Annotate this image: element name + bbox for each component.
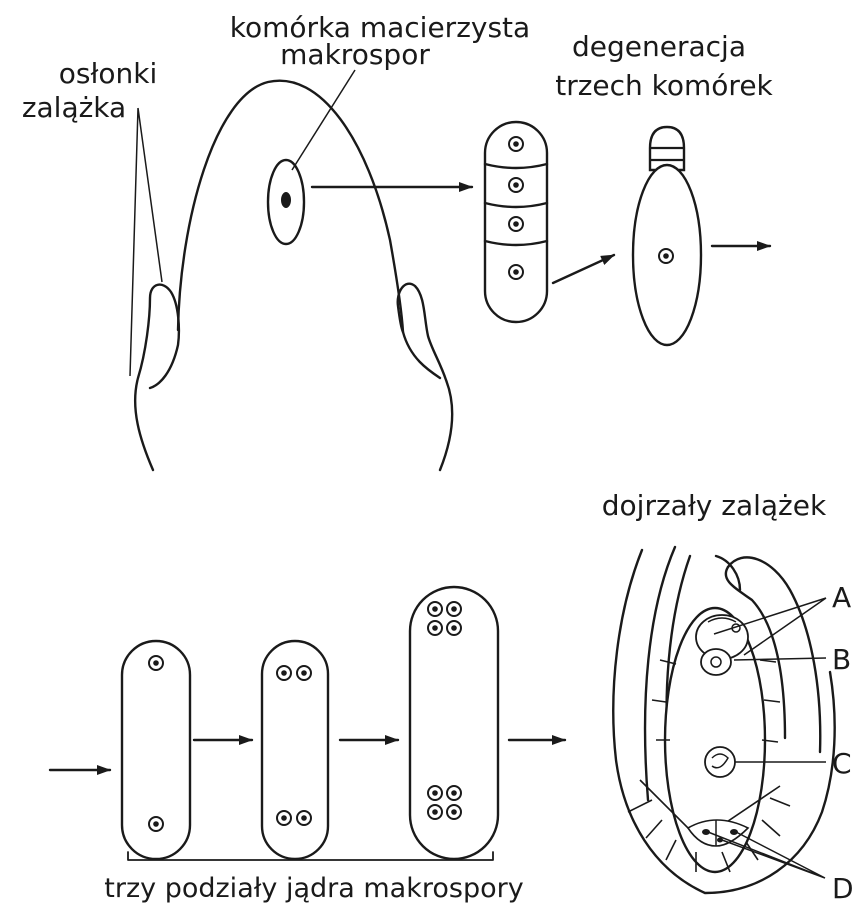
functional-megaspore — [633, 127, 701, 345]
young-ovule — [130, 70, 452, 470]
mother-cell-label-2: makrospor — [280, 38, 430, 71]
letter-d: D — [832, 872, 854, 904]
letter-a: A — [832, 581, 851, 614]
arrow-to-functional-megaspore — [553, 255, 614, 283]
eight-nucleate-stage — [410, 587, 498, 859]
three-divisions-label: trzy podziały jądra makrospory — [104, 873, 523, 904]
degeneration-label-1: degeneracja — [572, 30, 746, 63]
four-nucleate-stage — [262, 641, 328, 859]
mother-cell-nucleus — [281, 192, 291, 208]
letter-c: C — [832, 747, 852, 780]
mature-ovule — [613, 547, 834, 893]
letter-b: B — [832, 643, 851, 676]
degeneration-label-2: trzech komórek — [555, 69, 773, 102]
integuments-label-2: zalążka — [22, 91, 126, 124]
two-nucleate-stage — [122, 641, 190, 859]
central-nucleus — [705, 747, 735, 777]
megaspore-tetrad — [485, 122, 547, 322]
mature-ovule-label: dojrzały zalążek — [602, 489, 827, 522]
egg-cell — [701, 649, 731, 675]
integuments-label-1: osłonki — [59, 57, 158, 90]
